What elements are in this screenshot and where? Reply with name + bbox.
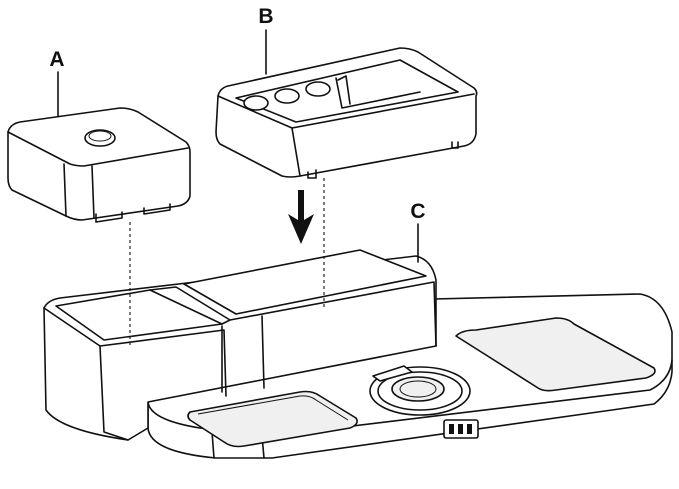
label-b: B xyxy=(258,5,273,28)
round-charger xyxy=(369,365,471,416)
block-a xyxy=(7,107,191,223)
pen-hole-2 xyxy=(274,88,300,104)
usb-port xyxy=(467,424,472,434)
usb-port xyxy=(449,424,454,434)
block-a-button xyxy=(84,129,116,147)
pen-hole-1 xyxy=(243,95,269,111)
charging-base-c xyxy=(43,249,673,459)
phone-dock-front xyxy=(187,390,358,448)
down-arrow xyxy=(288,190,314,244)
label-a: A xyxy=(49,48,64,71)
pen-hole-3 xyxy=(305,81,331,97)
usb-port xyxy=(458,424,463,434)
wireless-pad-right xyxy=(455,317,656,392)
tray-b xyxy=(215,47,478,179)
usb-port-panel xyxy=(443,419,479,439)
label-c: C xyxy=(410,200,425,223)
